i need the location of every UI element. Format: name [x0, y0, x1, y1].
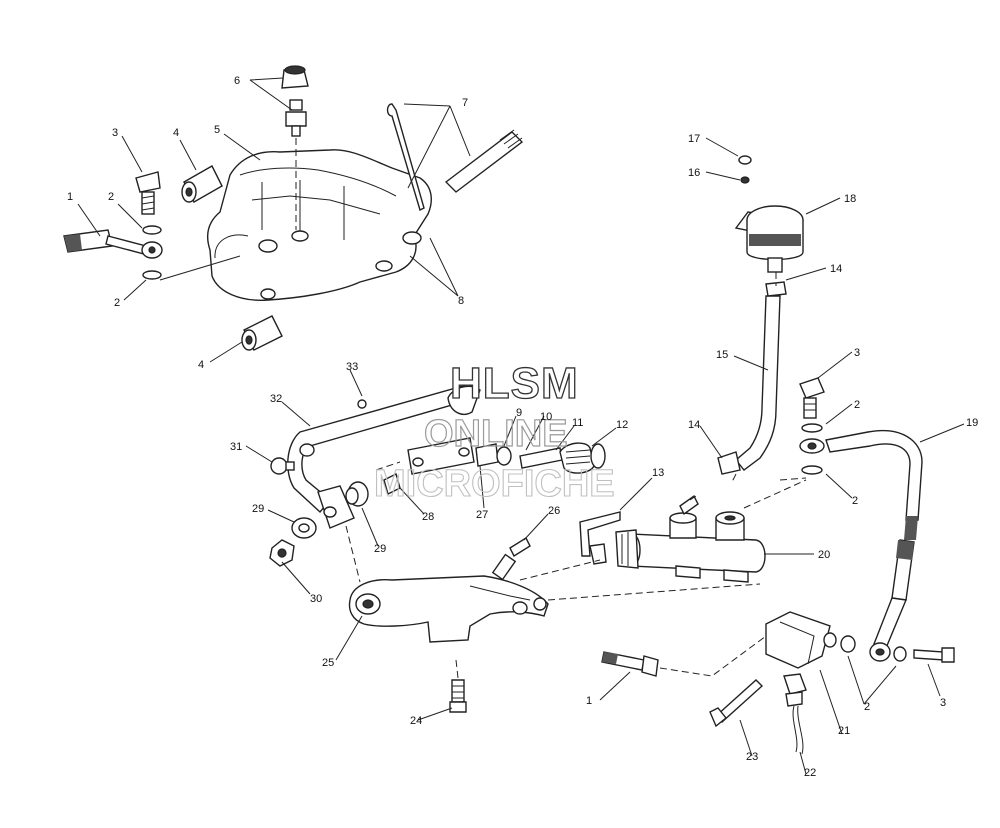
callout-31: 31 [230, 441, 242, 453]
brake-switch-block [709, 611, 955, 755]
watermark: HLSM ONLINE MICROFICHE [373, 358, 615, 505]
reservoir-hose [717, 281, 787, 475]
callout-17: 17 [688, 133, 700, 145]
callout-11: 11 [572, 417, 583, 429]
pedal-arm [270, 383, 481, 529]
callout-18: 18 [844, 193, 856, 205]
bracket-bolt-24 [449, 679, 467, 713]
callout-33: 33 [346, 361, 358, 373]
callout-2: 2 [852, 495, 858, 507]
assembly-lines [295, 138, 807, 679]
spacer-washer [269, 472, 401, 567]
callout-32: 32 [270, 393, 282, 405]
bracket-bolt-26 [491, 536, 531, 581]
watermark-line-3: MICROFICHE [374, 463, 615, 505]
bushing-upper [181, 165, 223, 203]
callout-4: 4 [198, 359, 204, 371]
caliper-pin [386, 103, 524, 211]
watermark-line-1: HLSM [450, 359, 579, 408]
callout-14: 14 [688, 419, 700, 431]
pedal-bracket [348, 575, 549, 643]
master-cylinder [615, 494, 766, 583]
callout-3: 3 [112, 127, 118, 139]
brake-line-left [63, 225, 241, 281]
reservoir-bracket [579, 511, 621, 565]
callout-26: 26 [548, 505, 560, 517]
bushing-lower [241, 315, 283, 351]
callout-22: 22 [804, 767, 816, 779]
callout-3: 3 [854, 347, 860, 359]
callout-7: 7 [462, 97, 468, 109]
callout-20: 20 [818, 549, 830, 561]
callout-9: 9 [516, 407, 522, 419]
callout-28: 28 [422, 511, 434, 523]
callout-1: 1 [67, 191, 73, 203]
caliper-bolt [135, 171, 161, 215]
callout-1: 1 [586, 695, 592, 707]
callout-16: 16 [688, 167, 700, 179]
callout-29: 29 [252, 503, 264, 515]
callout-labels: 1 2 2 3 4 4 5 6 7 8 9 10 11 12 13 14 14 … [67, 75, 978, 779]
callout-30: 30 [310, 593, 322, 605]
callout-23: 23 [746, 751, 758, 763]
leader-lines [77, 77, 965, 775]
callout-4: 4 [173, 127, 179, 139]
bleeder-valve [281, 65, 309, 137]
callout-6: 6 [234, 75, 240, 87]
brake-line-right [799, 377, 923, 649]
callout-3: 3 [940, 697, 946, 709]
callout-10: 10 [540, 411, 552, 423]
callout-13: 13 [652, 467, 664, 479]
callout-27: 27 [476, 509, 488, 521]
callout-5: 5 [214, 124, 220, 136]
callout-24: 24 [410, 715, 422, 727]
watermark-line-2: ONLINE [424, 413, 568, 455]
callout-2: 2 [864, 701, 870, 713]
callout-2: 2 [854, 399, 860, 411]
callout-29: 29 [374, 543, 386, 555]
callout-2: 2 [114, 297, 120, 309]
fluid-reservoir [734, 155, 804, 273]
brake-line-lower [601, 651, 659, 677]
brake-caliper [207, 149, 432, 301]
callout-19: 19 [966, 417, 978, 429]
callout-14: 14 [830, 263, 842, 275]
callout-2: 2 [108, 191, 114, 203]
callout-12: 12 [616, 419, 628, 431]
callout-25: 25 [322, 657, 334, 669]
pushrod-clevis [407, 437, 606, 475]
callout-8: 8 [458, 295, 464, 307]
callout-21: 21 [838, 725, 850, 737]
callout-15: 15 [716, 349, 728, 361]
